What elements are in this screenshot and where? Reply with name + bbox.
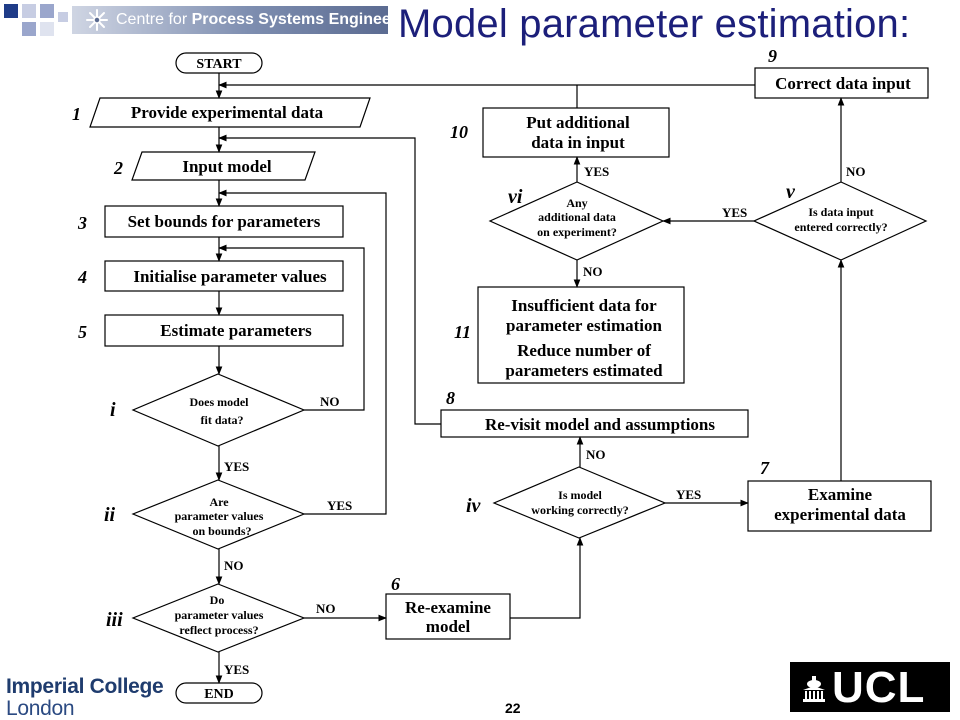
step-5-number: 5: [78, 322, 87, 342]
decision-iv-label-2: working correctly?: [531, 503, 628, 517]
snowflake-icon: [86, 9, 108, 31]
decision-i-label-2: fit data?: [201, 413, 244, 427]
step-7-number: 7: [760, 458, 770, 478]
decision-iii-yes: YES: [224, 662, 249, 677]
step-6-label-2: model: [426, 617, 471, 636]
step-4-box: [104, 260, 344, 292]
slide-title: Model parameter estimation:: [398, 2, 911, 46]
decision-i-no: NO: [320, 394, 340, 409]
decision-ii-label: Are: [209, 495, 229, 509]
decor-square: [22, 22, 36, 36]
imperial-logo-line-2: London: [6, 697, 75, 720]
decision-iii: [131, 583, 306, 653]
ucl-logo-text: UCL: [832, 663, 926, 712]
decor-square: [40, 4, 54, 18]
decision-i-yes: YES: [224, 459, 249, 474]
step-11-label-2: parameter estimation: [506, 316, 662, 335]
decision-iii-number: iii: [106, 609, 123, 631]
step-5-box: [104, 314, 344, 347]
ucl-portico-icon: [803, 676, 825, 702]
decision-ii-yes: YES: [327, 498, 352, 513]
decision-ii: [131, 479, 306, 550]
step-8-label: Re-visit model and assumptions: [485, 415, 715, 434]
end-label: END: [204, 687, 234, 702]
decision-i-label: Does model: [190, 395, 250, 409]
step-10-label: Put additional: [526, 113, 630, 132]
imperial-college-logo: Imperial College London: [6, 675, 164, 720]
step-10-label-2: data in input: [531, 133, 625, 152]
cpse-banner-text: Centre for Process Systems Engineering: [116, 11, 422, 28]
decision-v-no: NO: [846, 164, 866, 179]
step-1-label: Provide experimental data: [131, 103, 324, 122]
decision-vi-yes: YES: [584, 164, 609, 179]
step-11-label-3: Reduce number of: [517, 341, 651, 360]
decision-iv-no: NO: [586, 447, 606, 462]
step-11-label-4: parameters estimated: [505, 361, 663, 380]
decision-ii-label-2: parameter values: [175, 509, 264, 523]
step-3-label: Set bounds for parameters: [128, 212, 321, 231]
step-4-number: 4: [77, 267, 87, 287]
step-11-number: 11: [454, 322, 471, 342]
step-3-number: 3: [77, 213, 87, 233]
step-2-number: 2: [113, 158, 123, 178]
step-6-number: 6: [391, 574, 400, 594]
step-6-label: Re-examine: [405, 598, 491, 617]
header-band: Centre for Process Systems Engineering: [0, 0, 960, 44]
step-10-number: 10: [450, 122, 468, 142]
step-1-number: 1: [72, 104, 81, 124]
decor-square: [4, 4, 18, 18]
decision-i-number: i: [110, 399, 116, 421]
step-7-label-2: experimental data: [774, 505, 906, 524]
step-4-label: Initialise parameter values: [133, 267, 327, 286]
imperial-logo-line-1: Imperial College: [6, 675, 164, 698]
step-3-box: [104, 205, 344, 238]
step-7-label: Examine: [808, 485, 873, 504]
decision-iii-label: Do: [210, 593, 225, 607]
step-1-box: [89, 97, 371, 128]
step-5-label: Estimate parameters: [160, 321, 312, 340]
decision-iv-label: Is model: [558, 488, 602, 502]
decision-iii-label-3: reflect process?: [179, 623, 258, 637]
step-11-box: [477, 286, 685, 384]
decor-square: [22, 4, 36, 18]
decision-vi-number: vi: [508, 186, 523, 208]
step-9-number: 9: [768, 46, 777, 66]
decision-vi-label-2: additional data: [538, 210, 616, 224]
decor-square: [40, 22, 54, 36]
step-2-label: Input model: [182, 157, 272, 176]
decision-v-number: v: [786, 181, 796, 203]
decision-vi-label: Any: [566, 196, 587, 210]
step-11-label: Insufficient data for: [511, 296, 657, 315]
decision-v-label: Is data input: [808, 205, 873, 219]
decision-ii-label-3: on bounds?: [192, 524, 251, 538]
decision-iii-label-2: parameter values: [175, 608, 264, 622]
decision-v-yes: YES: [722, 205, 747, 220]
page-number: 22: [505, 700, 521, 716]
cpse-banner: [72, 6, 388, 34]
decision-i: [131, 373, 306, 447]
decision-v-label-2: entered correctly?: [794, 220, 887, 234]
step-8-number: 8: [446, 388, 455, 408]
start-label: START: [196, 57, 242, 72]
decision-iv-yes: YES: [676, 487, 701, 502]
decision-vi-no: NO: [583, 264, 603, 279]
decor-square: [58, 12, 68, 22]
decision-ii-number: ii: [104, 504, 116, 526]
decision-vi-label-3: on experiment?: [537, 225, 617, 239]
decision-iv-number: iv: [466, 495, 482, 517]
step-2-box: [131, 151, 316, 181]
step-9-label: Correct data input: [775, 74, 911, 93]
decision-iii-no: NO: [316, 601, 336, 616]
decision-ii-no: NO: [224, 558, 244, 573]
